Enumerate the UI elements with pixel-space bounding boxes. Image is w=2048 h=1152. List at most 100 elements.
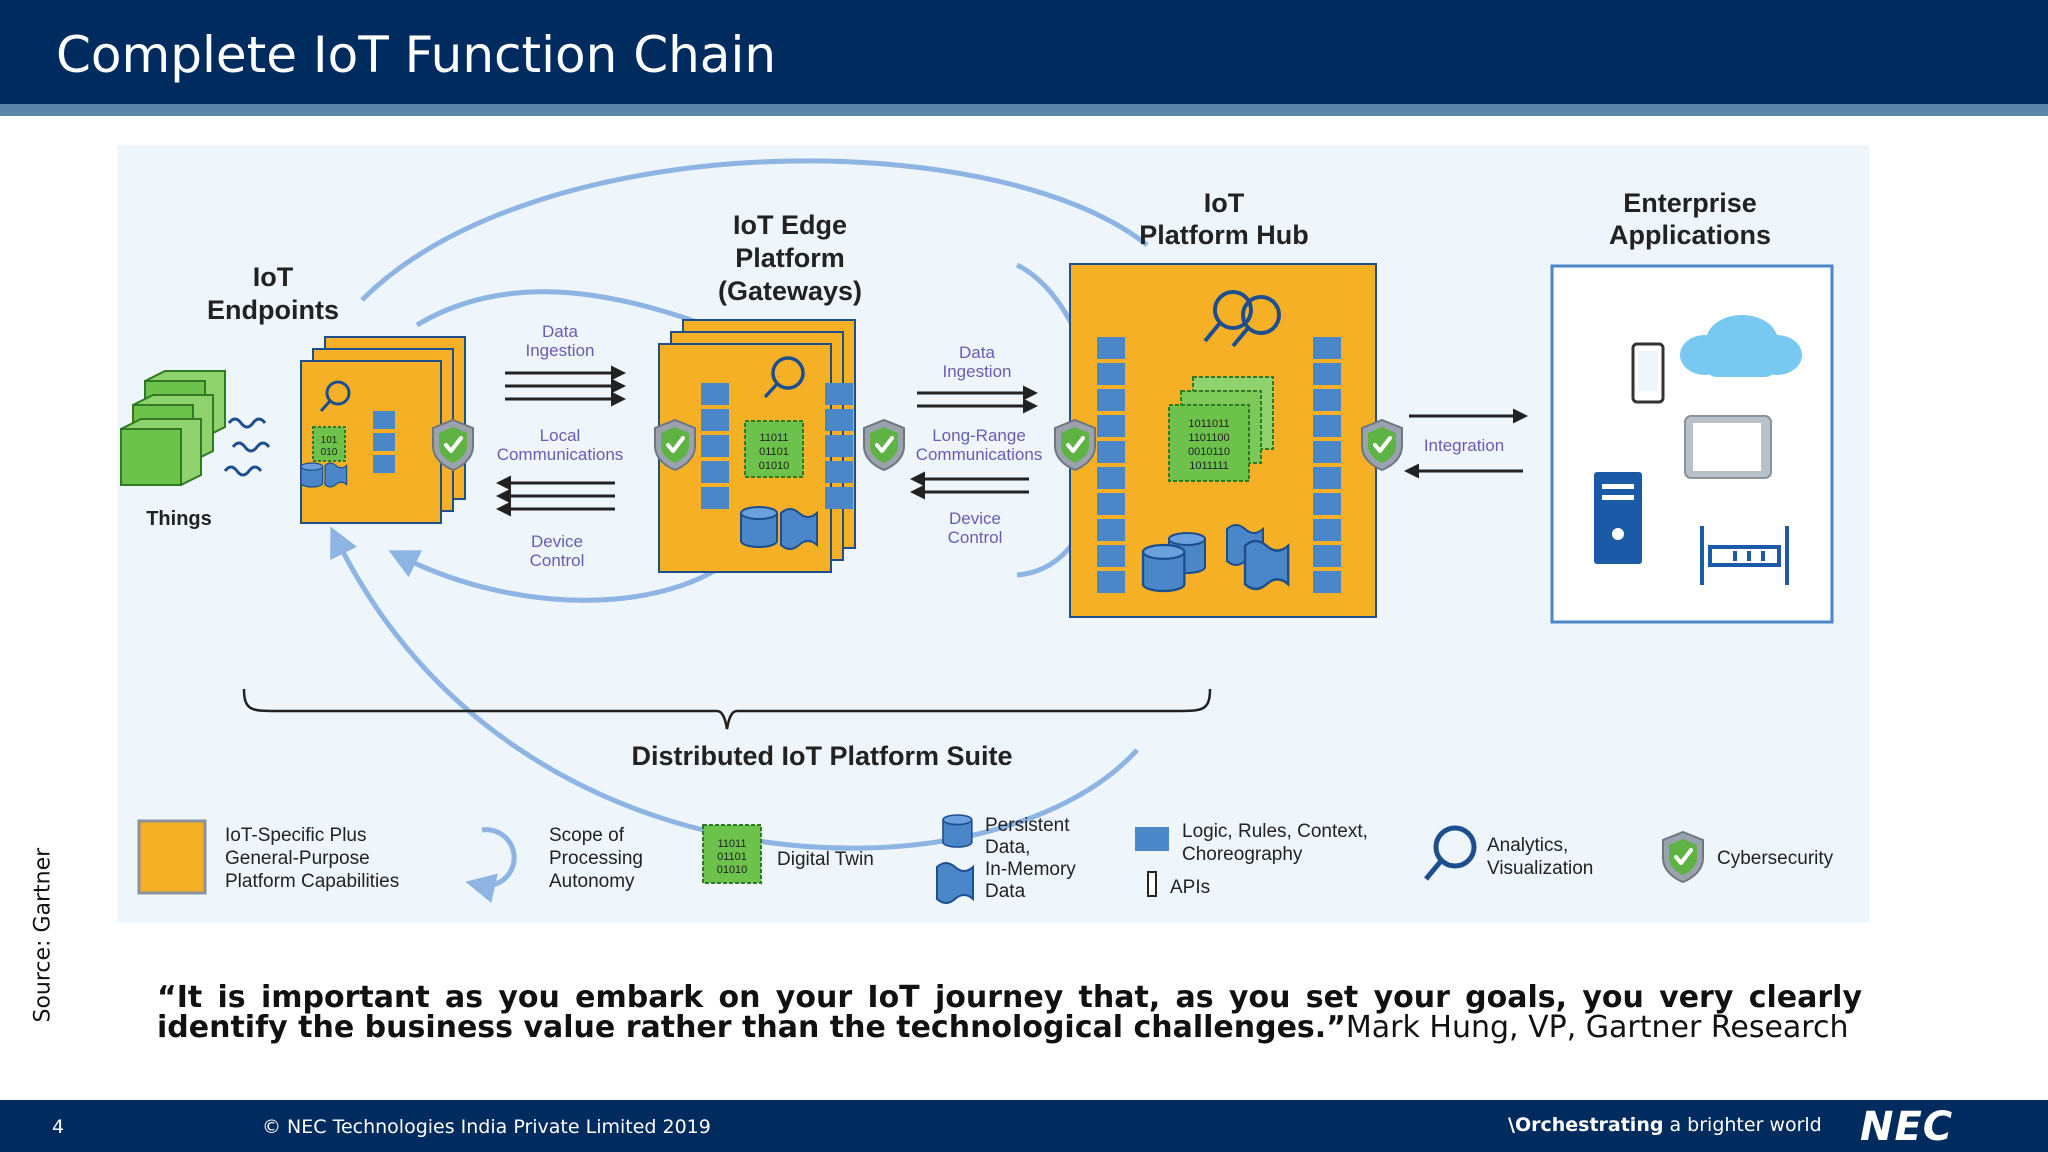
svg-text:010: 010 bbox=[321, 447, 338, 458]
tagline-prefix: \Orchestrating bbox=[1508, 1114, 1664, 1136]
link2-mid-line2: Communications bbox=[916, 445, 1043, 464]
things-cubes bbox=[120, 370, 226, 486]
binoculars-icon bbox=[1203, 290, 1281, 348]
link1-bottom-line1: Device bbox=[531, 532, 583, 551]
legend-capabilities-swatch bbox=[137, 819, 207, 895]
svg-text:01101: 01101 bbox=[717, 851, 747, 863]
svg-text:01010: 01010 bbox=[759, 460, 790, 472]
legend-logic-swatch bbox=[1135, 827, 1169, 851]
inner-arc-bottom bbox=[388, 550, 739, 603]
hub-title-line1: IoT bbox=[1204, 188, 1245, 218]
database-icon bbox=[942, 814, 973, 848]
legend: IoT-Specific Plus General-Purpose Platfo… bbox=[137, 814, 1834, 904]
suite-label: Distributed IoT Platform Suite bbox=[631, 741, 1012, 771]
link2-top-line1: Data bbox=[959, 343, 995, 362]
svg-text:1101100: 1101100 bbox=[1188, 432, 1229, 444]
endpoints-title-line2: Endpoints bbox=[207, 295, 339, 325]
edge-digital-twin: 11011 01101 01010 bbox=[744, 420, 804, 478]
hub-title-line2: Platform Hub bbox=[1139, 220, 1309, 250]
signal-wave-icon bbox=[223, 417, 271, 477]
tagline-suffix: a brighter world bbox=[1663, 1114, 1822, 1136]
legend-capabilities-line2: General-Purpose bbox=[225, 848, 370, 869]
quote-block: “It is important as you embark on your I… bbox=[157, 983, 1862, 1043]
svg-text:01101: 01101 bbox=[759, 446, 789, 458]
legend-analytics-line2: Visualization bbox=[1487, 858, 1593, 879]
footer-bar bbox=[0, 1100, 2048, 1152]
legend-data-line3: In-Memory bbox=[985, 859, 1076, 880]
svg-text:11011: 11011 bbox=[760, 432, 789, 444]
header-bar bbox=[0, 0, 2048, 104]
link2-up-arrows bbox=[917, 385, 1038, 414]
link1-mid-line1: Local bbox=[540, 426, 581, 445]
edge-title-line2: Platform bbox=[735, 243, 845, 273]
legend-api-swatch bbox=[1147, 871, 1157, 897]
shield-check-icon bbox=[862, 418, 906, 472]
integration-label: Integration bbox=[1424, 436, 1504, 455]
link1-top-line2: Ingestion bbox=[526, 341, 595, 360]
legend-data-line1: Persistent bbox=[985, 815, 1070, 836]
rack-icon bbox=[1700, 526, 1789, 585]
tagline: \Orchestrating a brighter world bbox=[1508, 1114, 1822, 1136]
magnifier-icon bbox=[319, 380, 351, 413]
endpoint-modules bbox=[373, 411, 395, 473]
legend-capabilities-line3: Platform Capabilities bbox=[225, 871, 399, 892]
svg-text:01010: 01010 bbox=[717, 864, 748, 876]
svg-text:1011111: 1011111 bbox=[1189, 460, 1229, 472]
nec-logo: NEC bbox=[1860, 1104, 1954, 1150]
link2-down-arrows bbox=[910, 471, 1029, 500]
edge-modules-right bbox=[825, 383, 853, 509]
legend-analytics-line1: Analytics, bbox=[1487, 835, 1568, 856]
shield-check-icon bbox=[1661, 830, 1705, 884]
magnifier-icon bbox=[1424, 825, 1477, 881]
enterprise-title-line1: Enterprise bbox=[1623, 188, 1757, 218]
legend-scope-line1: Scope of bbox=[549, 825, 625, 846]
legend-twin-icon: 11011 01101 01010 bbox=[702, 824, 762, 884]
link1-top-line1: Data bbox=[542, 322, 578, 341]
legend-logic-line2: Choreography bbox=[1182, 844, 1303, 865]
phone-icon bbox=[1631, 342, 1665, 404]
page-number: 4 bbox=[52, 1116, 65, 1138]
iot-function-chain-diagram: Things IoT Endpoints 101 010 Data Ingest… bbox=[120, 158, 1834, 904]
integration-arrows bbox=[1404, 408, 1528, 479]
link1-mid-line2: Communications bbox=[497, 445, 624, 464]
svg-text:1011011: 1011011 bbox=[1188, 418, 1229, 430]
cloud-icon bbox=[1680, 315, 1802, 377]
link2-mid-line1: Long-Range bbox=[932, 426, 1026, 445]
quote-author: Mark Hung, VP, Gartner Research bbox=[1345, 1010, 1849, 1045]
edge-modules-left bbox=[701, 383, 729, 509]
quote-text: “It is important as you embark on your I… bbox=[157, 980, 1862, 1045]
slide-title: Complete IoT Function Chain bbox=[56, 26, 777, 84]
source-label: Source: Gartner bbox=[30, 847, 56, 1023]
suite-brace bbox=[242, 688, 1212, 730]
magnifier-icon bbox=[763, 356, 805, 399]
legend-security-label: Cybersecurity bbox=[1717, 848, 1834, 869]
svg-text:101: 101 bbox=[321, 435, 338, 446]
edge-title-line1: IoT Edge bbox=[733, 210, 847, 240]
outer-arc-bottom bbox=[330, 526, 1139, 851]
database-icon bbox=[740, 506, 778, 548]
database-icon bbox=[936, 862, 974, 904]
endpoint-digital-twin: 101 010 bbox=[312, 426, 346, 462]
link1-up-arrows bbox=[505, 365, 626, 407]
legend-twin-label: Digital Twin bbox=[777, 849, 874, 870]
legend-logic-line1: Logic, Rules, Context, bbox=[1182, 821, 1368, 842]
legend-data-line2: Data, bbox=[985, 837, 1030, 858]
legend-scope-line3: Autonomy bbox=[549, 871, 635, 892]
server-icon bbox=[1594, 472, 1642, 564]
link2-bottom-line1: Device bbox=[949, 509, 1001, 528]
link2-bottom-line2: Control bbox=[948, 528, 1003, 547]
legend-data-line4: Data bbox=[985, 881, 1026, 902]
legend-scope-line2: Processing bbox=[549, 848, 643, 869]
edge-title-line3: (Gateways) bbox=[718, 276, 862, 306]
svg-text:11011: 11011 bbox=[718, 838, 747, 850]
link1-bottom-line2: Control bbox=[530, 551, 585, 570]
legend-apis-label: APIs bbox=[1170, 877, 1210, 898]
legend-capabilities-line1: IoT-Specific Plus bbox=[225, 825, 367, 846]
outer-arc-top bbox=[360, 158, 1149, 302]
link1-down-arrows bbox=[496, 475, 615, 517]
svg-text:0010110: 0010110 bbox=[1188, 446, 1230, 458]
cube-icon bbox=[120, 418, 202, 486]
hub-digital-twin: 1011011 1101100 0010110 1011111 bbox=[1168, 376, 1274, 482]
copyright-text: © NEC Technologies India Private Limited… bbox=[262, 1116, 711, 1138]
legend-scope-arc-icon bbox=[465, 827, 517, 903]
